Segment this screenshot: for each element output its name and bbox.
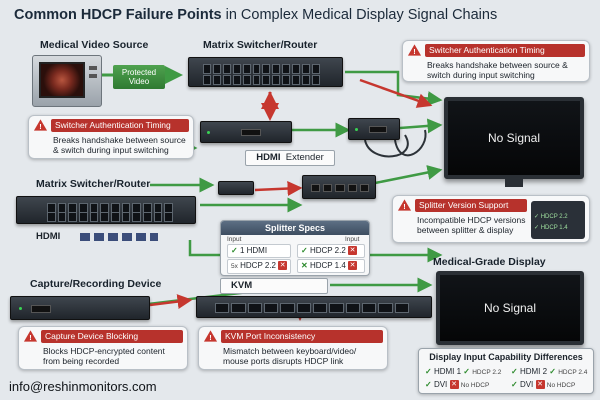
no-signal-text: No Signal — [440, 275, 580, 341]
capability-row: ✓ HDMI 1 ✓ HDCP 2.2 — [425, 367, 502, 376]
hdmi-extender-label: HDMI Extender — [245, 150, 335, 166]
callout-body: Breaks handshake between source & switch… — [427, 60, 568, 80]
spec-cell: 5x HDCP 2.2 ✕ — [227, 259, 291, 274]
hdmi-extender-transmitter — [200, 121, 292, 143]
medical-grade-display-label: Medical-Grade Display — [433, 256, 546, 268]
fail-x-icon: ✕ — [278, 261, 288, 271]
endoscope-image — [39, 62, 85, 98]
warning-icon: ! — [407, 44, 422, 56]
svg-text:!: ! — [209, 333, 212, 342]
hdmi-cable — [394, 129, 427, 157]
matrix-switcher-top-label: Matrix Switcher/Router — [203, 39, 318, 51]
callout-splitter-version: ! Splitter Version Support Incompatible … — [392, 195, 590, 243]
output-label: Input — [345, 236, 360, 243]
medical-video-source-label: Medical Video Source — [40, 39, 149, 51]
extender-to-display-line — [399, 118, 443, 134]
spec-cell: ✓ HDCP 2.2 ✕ — [297, 244, 365, 258]
protected-video-badge: Protected Video — [113, 65, 165, 89]
capability-row: ✓ HDMI 2 ✓ HDCP 2.4 — [511, 367, 588, 376]
callout-title: Capture Device Blocking — [41, 330, 183, 343]
contact-email[interactable]: info@reshinmonitors.com — [9, 379, 157, 394]
capture-recording-device — [10, 296, 150, 320]
hdmi-dongle — [218, 181, 254, 195]
port-icons — [80, 232, 158, 242]
svg-text:!: ! — [403, 202, 406, 211]
failure-line-capture — [149, 294, 193, 309]
splitter-to-display-line — [374, 165, 443, 185]
callout-title: KVM Port Inconsistency — [221, 330, 383, 343]
capability-row: ✓ DVI ✕ No HDCP — [425, 380, 490, 390]
matrix-switcher-mid — [16, 196, 196, 224]
fail-x-icon: ✕ — [348, 246, 358, 256]
warning-icon: ! — [203, 330, 218, 342]
callout-switcher-auth-top: ! Switcher Authentication Timing Breaks … — [402, 40, 590, 82]
svg-text:!: ! — [413, 47, 416, 56]
callout-body: Mismatch between keyboard/video/ mouse p… — [223, 346, 357, 366]
spec-cell: ✓ 1 HDMI — [227, 244, 291, 258]
kvm-switch — [196, 296, 432, 318]
svg-text:!: ! — [29, 333, 32, 342]
splitter-specs-panel: Splitter Specs Input Input ✓ 1 HDMI ✓ HD… — [220, 220, 370, 276]
callout-body: Incompatible HDCP versions between split… — [417, 215, 526, 235]
callout-title: Switcher Authentication Timing — [51, 119, 189, 132]
hdmi-splitter — [302, 175, 376, 199]
no-signal-text: No Signal — [448, 101, 580, 175]
page-title: Common HDCP Failure Points in Complex Me… — [14, 7, 498, 23]
medical-video-source-device — [32, 55, 102, 107]
spec-cell: ✕ HDCP 1.4 ✕ — [297, 259, 365, 273]
hdmi-extender-receiver — [348, 118, 400, 140]
warning-icon: ! — [397, 199, 412, 211]
display-capability-panel: Display Input Capability Differences ✓ H… — [418, 348, 594, 394]
mini-spec-line: ✓ HDCP 1.4 — [534, 225, 568, 231]
fail-x-icon: ✕ — [348, 261, 358, 271]
matrix-switcher-top — [188, 57, 343, 87]
capability-row: ✓ DVI ✕ No HDCP — [511, 380, 576, 390]
display-capability-title: Display Input Capability Differences — [429, 352, 583, 362]
callout-title: Splitter Version Support — [415, 199, 527, 212]
mini-spec-line: ✓ HDCP 2.2 — [534, 214, 568, 220]
kvm-label: KVM — [220, 278, 328, 294]
warning-icon: ! — [33, 119, 48, 131]
callout-title: Switcher Authentication Timing — [425, 44, 585, 57]
callout-body: Blocks HDCP-encrypted content from being… — [43, 346, 165, 366]
hdmi-cable — [364, 134, 409, 158]
callout-body: Breaks handshake between source & switch… — [53, 135, 186, 155]
callout-capture-blocking: ! Capture Device Blocking Blocks HDCP-en… — [18, 326, 188, 370]
capture-recording-label: Capture/Recording Device — [30, 278, 162, 290]
splitter-specs-title: Splitter Specs — [221, 221, 369, 235]
input-label: Input — [227, 236, 242, 243]
failure-line-mid — [254, 181, 303, 197]
warning-icon: ! — [23, 330, 38, 342]
svg-text:!: ! — [39, 122, 42, 131]
medical-grade-display: No Signal — [436, 271, 584, 345]
mini-spec-panel: ✓ HDCP 2.2 ✓ HDCP 1.4 — [531, 201, 585, 239]
matrix-switcher-mid-label: Matrix Switcher/Router — [36, 178, 151, 190]
callout-switcher-auth-left: ! Switcher Authentication Timing Breaks … — [28, 115, 194, 159]
hdmi-mid-label: HDMI — [36, 231, 61, 242]
monitor-stand — [505, 179, 523, 187]
callout-kvm-inconsistency: ! KVM Port Inconsistency Mismatch betwee… — [198, 326, 388, 370]
top-display-monitor: No Signal — [444, 97, 584, 179]
failure-line-display — [359, 78, 433, 108]
